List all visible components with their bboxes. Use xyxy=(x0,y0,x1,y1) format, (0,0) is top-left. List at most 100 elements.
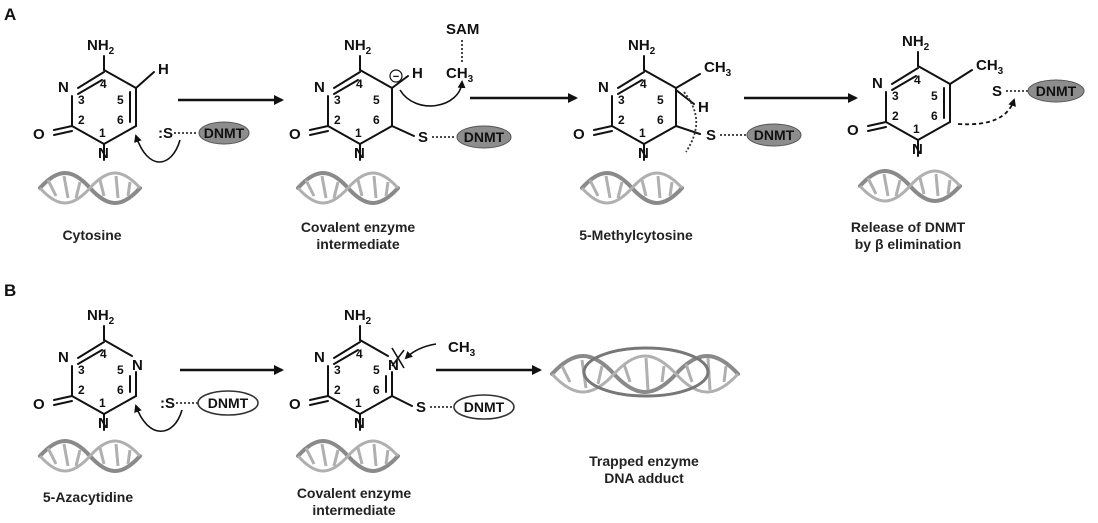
caption-release: Release of DNMT xyxy=(851,219,966,235)
ring-number: 3 xyxy=(334,363,341,377)
ring-number: 5 xyxy=(657,93,664,107)
caption-aza-covalent-intermediate: Covalent enzyme xyxy=(297,485,412,501)
ring-number: 1 xyxy=(355,396,362,410)
methyl-label: CH3 xyxy=(976,57,1004,77)
enzyme-label: DNMT xyxy=(204,125,245,141)
ring-atom: N xyxy=(98,415,109,432)
ring-atom: N xyxy=(314,79,325,96)
dnmt-enzyme xyxy=(1027,79,1085,103)
caption-aza-covalent-intermediate: intermediate xyxy=(312,502,395,518)
curved-attack-arrow xyxy=(134,404,183,433)
curved-methyl-arrow xyxy=(404,343,437,360)
methyl-label: CH3 xyxy=(704,59,732,79)
ring-atom: O xyxy=(289,396,301,413)
enzyme-label: DNMT xyxy=(754,127,795,143)
sulfur-label: S xyxy=(416,399,426,416)
ring-atom: N xyxy=(388,357,399,374)
ring-number: 4 xyxy=(356,347,363,361)
amine-label: NH2 xyxy=(344,307,372,327)
ring-number: 2 xyxy=(892,109,899,123)
methyl-label: CH3 xyxy=(446,65,474,85)
sulfur-label: :S xyxy=(160,395,175,412)
sulfur-label: :S xyxy=(158,125,173,142)
dna-helix xyxy=(38,171,142,205)
dnmt-enzyme xyxy=(453,394,515,420)
dna-helix xyxy=(296,171,400,205)
dna-helix xyxy=(38,439,142,473)
amine-label: NH2 xyxy=(344,37,372,57)
caption-azacytidine: 5-Azacytidine xyxy=(43,489,133,505)
dotted-elimination-arc xyxy=(683,91,698,153)
ring-atom: O xyxy=(847,122,859,139)
dnmt-enzyme xyxy=(198,121,250,145)
ring-number: 1 xyxy=(355,126,362,140)
ring-number: 2 xyxy=(78,113,85,127)
ring-number: 3 xyxy=(334,93,341,107)
ring-number: 6 xyxy=(931,109,938,123)
ring-number: 1 xyxy=(913,122,920,136)
substituent-label: H xyxy=(412,65,423,82)
caption-covalent-intermediate: intermediate xyxy=(316,236,399,252)
ring-atom: O xyxy=(289,126,301,143)
ring-number: 6 xyxy=(373,113,380,127)
ring-number: 5 xyxy=(117,93,124,107)
panel-b-label: B xyxy=(4,281,16,300)
ring-atom: N xyxy=(58,349,69,366)
ring-atom: N xyxy=(638,145,649,162)
covalent-intermediate-structure: NH2 N O N H − 4 3 5 2 6 1 S DNMT SAM CH3 xyxy=(289,21,512,162)
dna-helix xyxy=(296,439,400,473)
ring-atom: N xyxy=(872,75,883,92)
azacytidine-structure: NH2 N O N N 4 3 5 2 6 1 :S DNMT xyxy=(33,307,259,433)
ring-number: 2 xyxy=(334,113,341,127)
trapped-enzyme-ellipse xyxy=(582,346,710,398)
ring-atom: N xyxy=(598,79,609,96)
enzyme-label: DNMT xyxy=(464,129,505,145)
caption-covalent-intermediate: Covalent enzyme xyxy=(301,219,416,235)
dnmt-enzyme xyxy=(456,125,512,149)
ring-number: 5 xyxy=(373,93,380,107)
enzyme-label: DNMT xyxy=(208,395,249,411)
dna-helix xyxy=(858,169,962,203)
caption-trapped-adduct: DNA adduct xyxy=(604,470,684,486)
ring-atom: N xyxy=(98,145,109,162)
dnmt-enzyme xyxy=(746,123,802,147)
enzyme-label: DNMT xyxy=(1036,83,1077,99)
sulfur-label: S xyxy=(992,83,1002,100)
ring-number: 6 xyxy=(657,113,664,127)
ring-atom: N xyxy=(354,415,365,432)
ring-number: 5 xyxy=(931,89,938,103)
ring-number: 5 xyxy=(373,363,380,377)
sulfur-label: S xyxy=(418,129,428,146)
sulfur-label: S xyxy=(706,127,716,144)
ring-number: 4 xyxy=(100,347,107,361)
ring-number: 1 xyxy=(639,126,646,140)
ring-number: 3 xyxy=(78,93,85,107)
dashed-release-arrow xyxy=(957,98,1016,126)
substituent-label: H xyxy=(698,99,709,116)
enzyme-label: DNMT xyxy=(464,399,505,415)
aza-covalent-intermediate-structure: NH2 N O N N CH3 4 3 5 2 6 1 S DNMT xyxy=(289,307,515,432)
ring-number: 4 xyxy=(100,77,107,91)
substituent-label: H xyxy=(158,61,169,78)
ring-number: 6 xyxy=(117,113,124,127)
ring-number: 3 xyxy=(78,363,85,377)
ring-atom: N xyxy=(132,357,143,374)
ring-atom: N xyxy=(58,79,69,96)
ring-number: 3 xyxy=(618,93,625,107)
ring-number: 4 xyxy=(356,77,363,91)
ring-number: 4 xyxy=(640,77,647,91)
ring-atom: N xyxy=(314,349,325,366)
ring-number: 3 xyxy=(892,89,899,103)
caption-cytosine: Cytosine xyxy=(62,227,121,243)
panel-a-label: A xyxy=(4,5,16,24)
amine-label: NH2 xyxy=(628,37,656,57)
amine-label: NH2 xyxy=(87,37,115,57)
ring-atom: O xyxy=(33,126,45,143)
caption-5-methylcytosine: 5-Methylcytosine xyxy=(579,227,693,243)
released-product-structure: NH2 N O N CH3 4 3 5 2 6 1 S DNMT xyxy=(847,33,1085,158)
charge-sign: − xyxy=(393,71,399,83)
dna-helix xyxy=(580,171,684,205)
charge-symbol xyxy=(389,69,403,83)
curved-methyl-arrow xyxy=(399,80,466,107)
